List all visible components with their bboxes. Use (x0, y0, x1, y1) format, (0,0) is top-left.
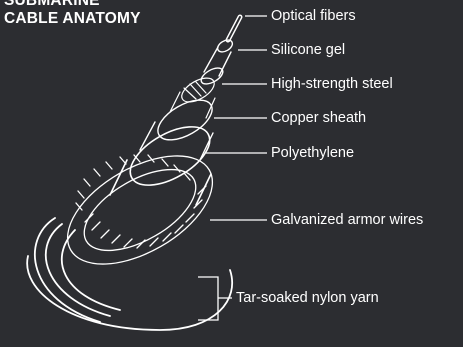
optical-fibers-drawing (228, 17, 240, 40)
label-polyethylene: Polyethylene (271, 145, 354, 161)
label-optical-fibers: Optical fibers (271, 8, 356, 24)
label-galvanized-armor-wires: Galvanized armor wires (271, 212, 423, 228)
polyethylene-drawing (110, 115, 219, 205)
label-high-strength-steel: High-strength steel (271, 76, 393, 92)
label-silicone-gel: Silicone gel (271, 42, 345, 58)
nylon-yarn-drawing (27, 218, 232, 330)
silicone-gel-drawing (199, 38, 235, 88)
label-tar-soaked-nylon-yarn: Tar-soaked nylon yarn (236, 290, 379, 306)
steel-strands-drawing (170, 73, 218, 118)
label-copper-sheath: Copper sheath (271, 110, 366, 126)
leader-bracket-nylon (198, 277, 232, 320)
